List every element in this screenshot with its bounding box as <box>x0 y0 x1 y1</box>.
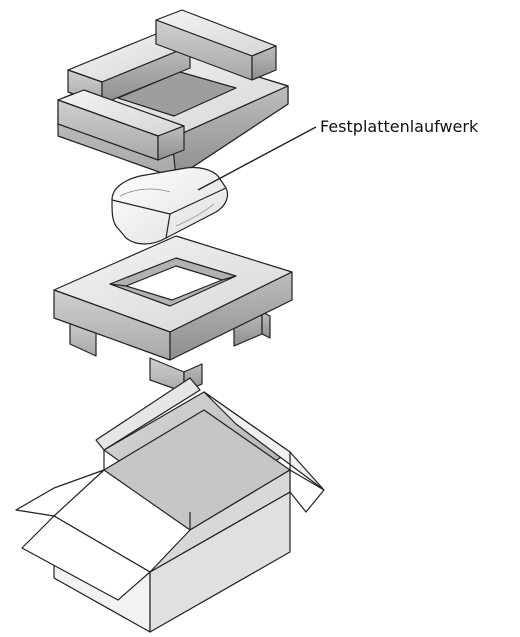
hard-drive <box>111 166 229 245</box>
shipping-box <box>15 377 325 633</box>
callout <box>197 126 317 191</box>
callout-label: Festplattenlaufwerk <box>320 117 479 136</box>
top-foam-packing-insert <box>57 9 289 179</box>
callout-leader-line <box>197 126 317 191</box>
bottom-foam-packing-insert <box>53 235 293 393</box>
